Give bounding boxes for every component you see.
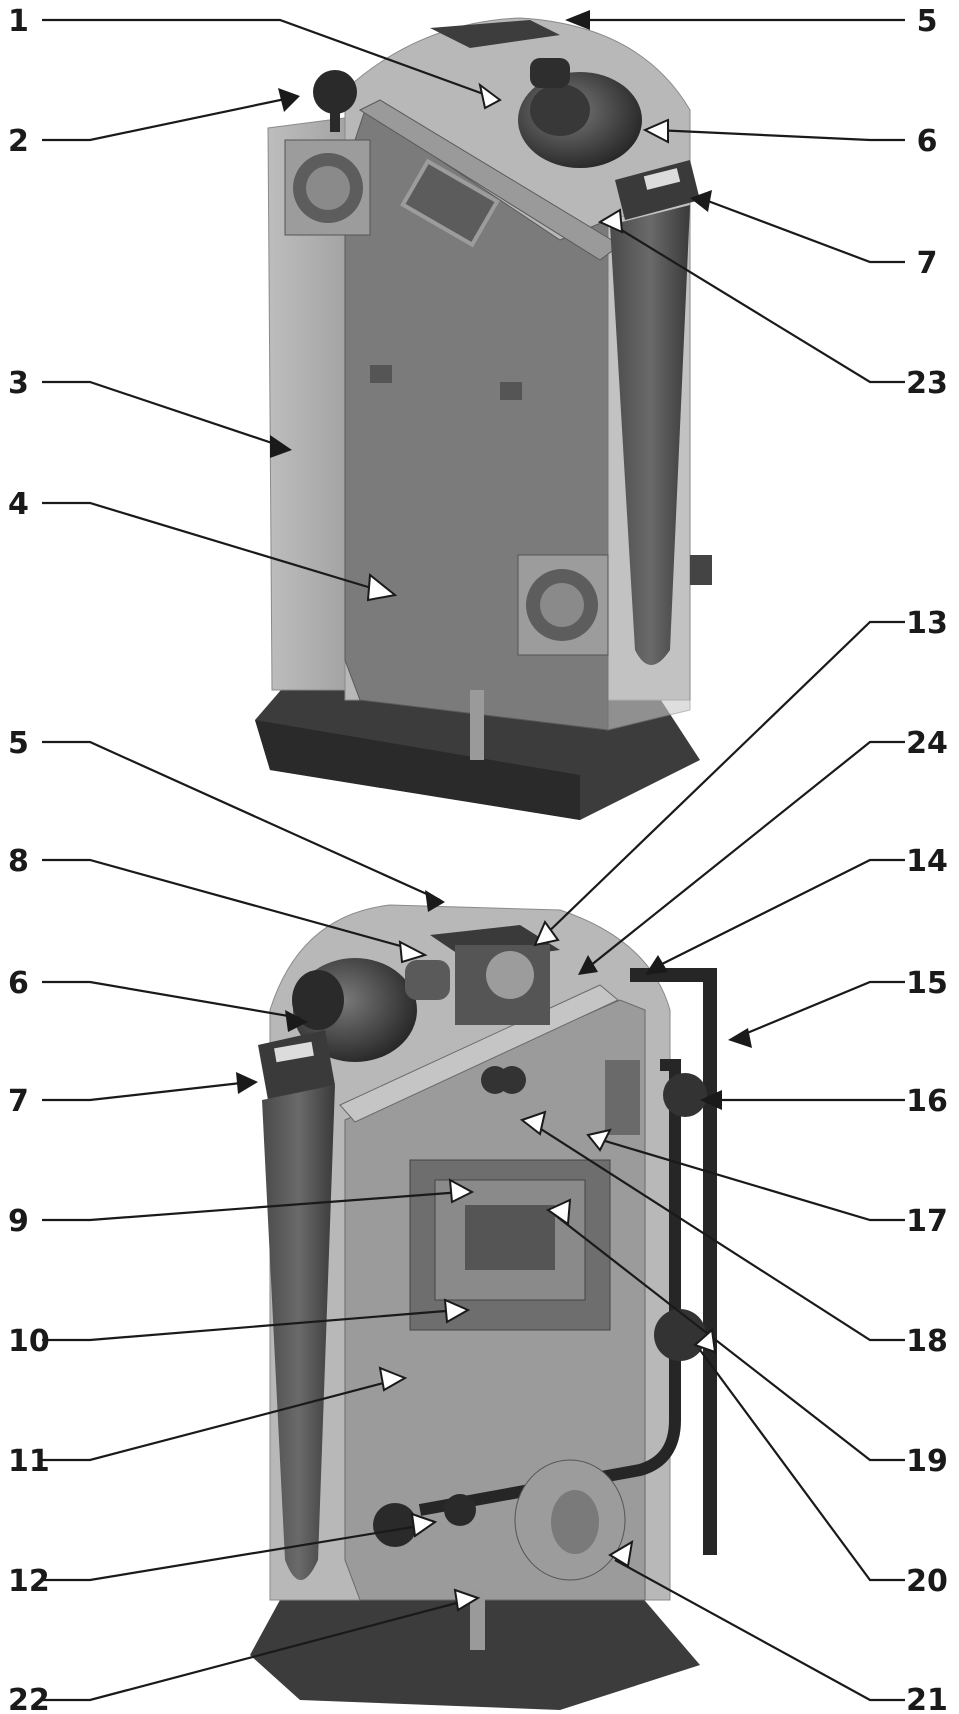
callout-labels: 1 2 3 4 5 6 7 23 13 24 5 14 8 15 6 7 16 … bbox=[8, 4, 948, 1714]
boiler-base-bottom bbox=[250, 1595, 700, 1710]
control-panel bbox=[615, 160, 700, 220]
callout-18: 18 bbox=[906, 1324, 948, 1359]
callout-10: 10 bbox=[8, 1324, 50, 1359]
callout-1: 1 bbox=[8, 4, 29, 39]
callout-24: 24 bbox=[906, 726, 948, 761]
control-panel-bottom bbox=[258, 1030, 335, 1100]
flange-bottom-right bbox=[517, 554, 609, 656]
boiler-top-view bbox=[255, 17, 712, 820]
callout-2: 2 bbox=[8, 124, 29, 159]
flange-rear bbox=[514, 1459, 626, 1581]
boiler-bottom-view bbox=[250, 904, 717, 1710]
callout-7-bottom: 7 bbox=[8, 1084, 29, 1119]
fan-blower bbox=[518, 58, 642, 168]
callout-23: 23 bbox=[906, 366, 948, 401]
piping bbox=[373, 968, 717, 1555]
callout-5-bottom: 5 bbox=[8, 726, 29, 761]
callout-17: 17 bbox=[906, 1204, 948, 1239]
arrow-heads bbox=[236, 10, 752, 1612]
leader-lines bbox=[42, 18, 905, 1702]
callout-19: 19 bbox=[906, 1444, 948, 1479]
callout-22: 22 bbox=[8, 1683, 50, 1714]
flue-box bbox=[430, 925, 560, 1025]
callout-6-bottom: 6 bbox=[8, 966, 29, 1001]
callout-12: 12 bbox=[8, 1564, 50, 1599]
callout-6-top: 6 bbox=[917, 124, 938, 159]
callout-11: 11 bbox=[8, 1444, 50, 1479]
callout-3: 3 bbox=[8, 366, 29, 401]
callout-14: 14 bbox=[906, 844, 948, 879]
pressure-gauge bbox=[313, 70, 357, 132]
top-cover bbox=[430, 20, 560, 48]
callout-20: 20 bbox=[906, 1564, 948, 1599]
burner-window bbox=[409, 1159, 611, 1331]
flue-cone-bottom bbox=[262, 1085, 335, 1580]
callout-9: 9 bbox=[8, 1204, 29, 1239]
callout-5-top: 5 bbox=[917, 4, 938, 39]
callout-13: 13 bbox=[906, 606, 948, 641]
callout-4: 4 bbox=[8, 487, 29, 522]
flue-cone bbox=[610, 205, 690, 665]
callout-8: 8 bbox=[8, 844, 29, 879]
callout-21: 21 bbox=[906, 1683, 948, 1714]
callout-16: 16 bbox=[906, 1084, 948, 1119]
callout-7-top: 7 bbox=[917, 246, 938, 281]
callout-15: 15 bbox=[906, 966, 948, 1001]
flange-top-left bbox=[284, 139, 371, 236]
